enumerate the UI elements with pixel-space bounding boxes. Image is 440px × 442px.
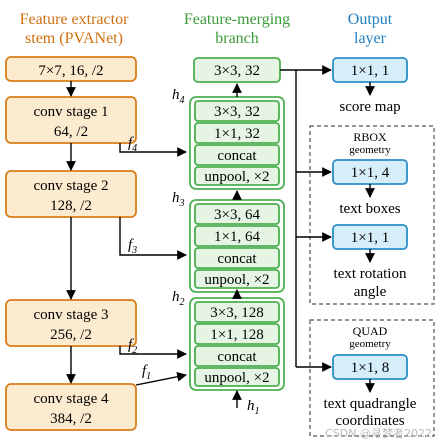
output-header-line2: layer (354, 30, 387, 47)
branch-header-line1: Feature-merging (184, 11, 290, 28)
conv-stage-4-title: conv stage 4 (34, 391, 109, 407)
quad-label: text quadrangle (324, 396, 417, 412)
block-1-conv1 (194, 122, 280, 144)
text-boxes-label: text boxes (339, 201, 400, 217)
quad-subtitle: geometry (349, 338, 391, 350)
stem-header-line1: Feature extractor (20, 11, 130, 28)
conv-stage-4-box (5, 383, 137, 431)
stem-input-label: 7×7, 16, /2 (38, 63, 103, 79)
block-2-concat (194, 247, 280, 269)
conv-stage-1-params: 64, /2 (54, 124, 88, 140)
block-3-concat-label: concat (217, 349, 257, 365)
conv-stage-4-params: 384, /2 (50, 411, 92, 427)
block-3-concat (194, 345, 280, 367)
angle-conv-label: 1×1, 1 (351, 230, 389, 246)
block-3-conv1-label: 1×1, 128 (210, 327, 263, 343)
watermark: CSDN @寻梦者2022 (325, 427, 432, 440)
block-2-conv3-label: 3×3, 64 (214, 207, 260, 223)
f1-label: f1 (142, 363, 151, 382)
rbox-subtitle: geometry (349, 144, 391, 156)
conv-stage-3-title: conv stage 3 (34, 307, 109, 323)
branch-top-conv-label: 3×3, 32 (214, 63, 260, 79)
f1-connector (135, 371, 187, 386)
conv-stage-1-title: conv stage 1 (34, 104, 109, 120)
stem-header-line2: stem (PVANet) (25, 30, 123, 47)
block-3-conv1 (194, 323, 280, 345)
block-1-unpool-label: unpool, ×2 (204, 169, 269, 185)
block-3-conv3-label: 3×3, 128 (210, 305, 263, 321)
block-2-conv1 (194, 225, 280, 247)
block-1-conv3-label: 3×3, 32 (214, 104, 260, 120)
output-header-line1: Output (348, 11, 393, 28)
quad-group (309, 319, 435, 437)
block-1-concat (194, 144, 280, 166)
f4-connector (119, 143, 187, 157)
block-3-unpool (194, 367, 280, 387)
f3-connector (119, 217, 187, 260)
f3-label: f3 (128, 237, 137, 256)
block-1-unpool (194, 166, 280, 186)
block-1-concat-label: concat (217, 148, 257, 164)
score-map-conv-label: 1×1, 1 (351, 63, 389, 79)
f4-label: f4 (128, 135, 137, 154)
h3-label: h3 (172, 190, 185, 209)
h4-label: h4 (172, 87, 185, 106)
text-rotation-label-2: angle (354, 284, 387, 300)
block-2-unpool (194, 269, 280, 289)
block-1-conv3 (194, 100, 280, 122)
block-1-conv1-label: 1×1, 32 (214, 126, 260, 142)
quad-title: QUAD (353, 324, 388, 338)
conv-stage-2-title: conv stage 2 (34, 178, 109, 194)
text-rotation-label: text rotation (334, 266, 407, 282)
block-2-conv3 (194, 203, 280, 225)
f2-connector (119, 346, 187, 359)
block-2-conv1-label: 1×1, 64 (214, 229, 260, 245)
block-2-concat-label: concat (217, 251, 257, 267)
h2-label: h2 (172, 289, 185, 308)
quad-label-2: coordinates (335, 413, 404, 429)
branch-header-line2: branch (215, 30, 259, 47)
block-2-unpool-label: unpool, ×2 (204, 272, 269, 288)
rbox-title: RBOX (353, 130, 387, 144)
conv-stage-2-params: 128, /2 (50, 198, 92, 214)
h1-label: h1 (247, 398, 260, 417)
score-map-label: score map (339, 99, 400, 115)
block-3-conv3 (194, 301, 280, 323)
conv-stage-3-params: 256, /2 (50, 327, 92, 343)
rbox-conv-label: 1×1, 4 (351, 165, 390, 181)
quad-conv-label: 1×1, 8 (351, 360, 389, 376)
rbox-group (309, 125, 435, 305)
f2-label: f2 (128, 337, 137, 356)
block-3-unpool-label: unpool, ×2 (204, 370, 269, 386)
